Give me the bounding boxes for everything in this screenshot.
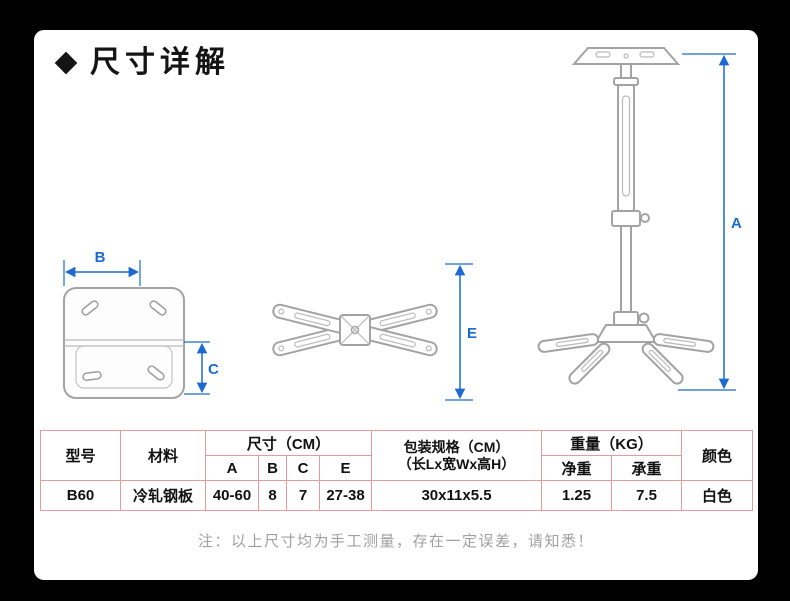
dim-a bbox=[678, 53, 736, 391]
dim-label-a: A bbox=[731, 215, 742, 232]
cell-package: 30x11x5.5 bbox=[371, 480, 543, 511]
ceiling-mount-diagram: A bbox=[537, 47, 742, 391]
dim-c bbox=[184, 341, 210, 395]
header-color: 颜色 bbox=[681, 430, 754, 481]
dim-e bbox=[445, 263, 473, 401]
header-size-c: C bbox=[286, 455, 320, 481]
cell-size-a: 40-60 bbox=[205, 480, 259, 511]
page-title: 尺寸详解 bbox=[90, 46, 230, 79]
header-net-weight: 净重 bbox=[541, 455, 613, 481]
plate-diagram: B C bbox=[63, 249, 219, 399]
product-size-card: 尺寸详解 B C bbox=[34, 30, 758, 580]
header-material: 材料 bbox=[120, 430, 206, 481]
mid-clamp bbox=[611, 210, 650, 227]
cell-model: B60 bbox=[40, 480, 121, 511]
header-size-a: A bbox=[205, 455, 259, 481]
ceiling-plate bbox=[571, 47, 681, 65]
lower-pole bbox=[620, 225, 632, 313]
cross-arms bbox=[272, 303, 438, 357]
header-weight-group: 重量（KG） bbox=[541, 430, 683, 456]
spider-legs bbox=[537, 333, 715, 385]
cell-size-b: 8 bbox=[258, 480, 287, 511]
header-size-b: B bbox=[258, 455, 287, 481]
plate-outline bbox=[63, 287, 185, 399]
section-title-row: 尺寸详解 bbox=[54, 46, 230, 79]
measurement-note: 注：以上尺寸均为手工测量，存在一定误差，请知悉！ bbox=[197, 533, 594, 550]
tilt-joint bbox=[594, 311, 658, 343]
header-model: 型号 bbox=[40, 430, 121, 481]
cell-size-c: 7 bbox=[286, 480, 320, 511]
dim-b bbox=[63, 260, 141, 286]
cell-load-weight: 7.5 bbox=[611, 480, 683, 511]
diamond-icon bbox=[54, 51, 78, 74]
cell-color: 白色 bbox=[681, 480, 754, 511]
spec-table: 型号 材料 尺寸（CM） 包装规格（CM） （长Lx宽Wx高H） 重量（KG） … bbox=[40, 430, 754, 511]
header-package-line2: （长Lx宽Wx高H） bbox=[397, 455, 516, 472]
dim-label-b: B bbox=[95, 249, 106, 266]
cross-bracket-diagram: E bbox=[272, 263, 477, 401]
header-size-e: E bbox=[318, 455, 373, 481]
header-load-weight: 承重 bbox=[611, 455, 683, 481]
header-size-group: 尺寸（CM） bbox=[204, 430, 373, 456]
header-package-line1: 包装规格（CM） bbox=[403, 439, 510, 456]
dim-label-e: E bbox=[467, 325, 477, 342]
plate-slot-holes bbox=[81, 300, 167, 382]
cell-material: 冷轧钢板 bbox=[120, 480, 206, 511]
cell-size-e: 27-38 bbox=[318, 480, 373, 511]
header-package: 包装规格（CM） （长Lx宽Wx高H） bbox=[371, 430, 543, 481]
dim-label-c: C bbox=[208, 361, 219, 378]
cell-net-weight: 1.25 bbox=[541, 480, 613, 511]
upper-pole bbox=[613, 63, 639, 212]
cross-center-plate bbox=[339, 314, 371, 346]
table-row: B60 冷轧钢板 40-60 8 7 27-38 30x11x5.5 1.25 … bbox=[40, 480, 754, 511]
